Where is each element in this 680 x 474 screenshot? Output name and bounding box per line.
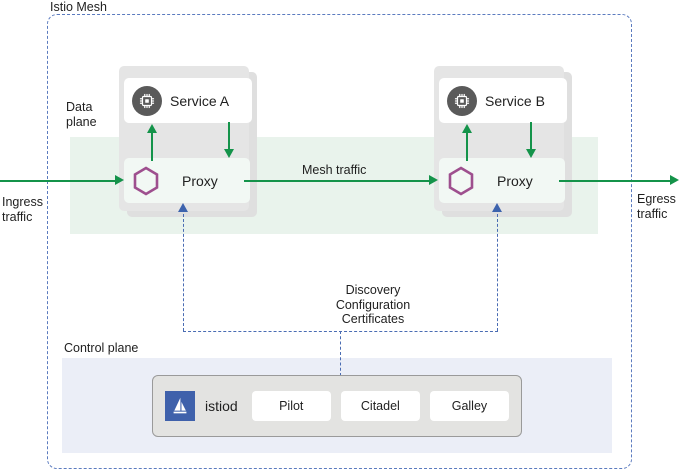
proxy-a-label: Proxy — [182, 172, 218, 189]
mesh-traffic-line — [244, 180, 431, 182]
istiod-component-citadel[interactable]: Citadel — [340, 391, 420, 421]
control-channel-right-line — [497, 214, 498, 331]
istiod-panel[interactable]: istiod Pilot Citadel Galley — [152, 375, 522, 437]
mesh-traffic-arrowhead — [429, 175, 438, 185]
control-channel-right-arrowhead — [491, 203, 502, 212]
proxy-b-to-service-b-arrowhead — [461, 124, 472, 133]
istio-mesh-title: Istio Mesh — [47, 0, 110, 14]
chip-icon — [132, 85, 162, 116]
service-b-to-proxy-b-arrowhead — [525, 149, 536, 158]
proxy-a-to-service-a-line — [151, 131, 153, 161]
hexagon-icon — [445, 165, 477, 197]
ingress-arrowhead — [115, 175, 124, 185]
service-a-to-proxy-a-arrowhead — [223, 149, 234, 158]
proxy-b-card[interactable]: Proxy — [439, 158, 565, 203]
ingress-traffic-label: Ingress traffic — [2, 195, 43, 224]
istiod-component-pilot[interactable]: Pilot — [251, 391, 331, 421]
egress-arrowhead — [670, 175, 679, 185]
control-channel-label: Discovery Configuration Certificates — [335, 283, 411, 326]
hexagon-icon — [130, 165, 162, 197]
control-plane-label: Control plane — [64, 341, 139, 355]
proxy-b-to-service-b-line — [466, 131, 468, 161]
data-plane-label: Data plane — [66, 100, 97, 129]
service-b-label: Service B — [485, 92, 545, 109]
istio-sailboat-icon — [165, 391, 195, 421]
control-channel-left-line — [183, 214, 184, 331]
service-b-card[interactable]: Service B — [439, 78, 567, 123]
egress-traffic-label: Egress traffic — [637, 192, 676, 221]
service-a-to-proxy-a-line — [228, 122, 230, 150]
istio-mesh-boundary — [47, 14, 632, 469]
control-channel-left-arrowhead — [177, 203, 188, 212]
service-b-to-proxy-b-line — [530, 122, 532, 150]
service-a-label: Service A — [170, 92, 230, 109]
istiod-label: istiod — [205, 398, 238, 414]
egress-traffic-line — [559, 180, 671, 182]
mesh-traffic-label: Mesh traffic — [302, 163, 367, 177]
proxy-a-card[interactable]: Proxy — [124, 158, 250, 203]
service-a-card[interactable]: Service A — [124, 78, 252, 123]
istiod-component-galley[interactable]: Galley — [429, 391, 510, 421]
proxy-a-to-service-a-arrowhead — [146, 124, 157, 133]
ingress-traffic-line — [0, 180, 116, 182]
proxy-b-label: Proxy — [497, 172, 533, 189]
control-channel-stem-line — [340, 331, 341, 376]
chip-icon — [447, 85, 477, 116]
